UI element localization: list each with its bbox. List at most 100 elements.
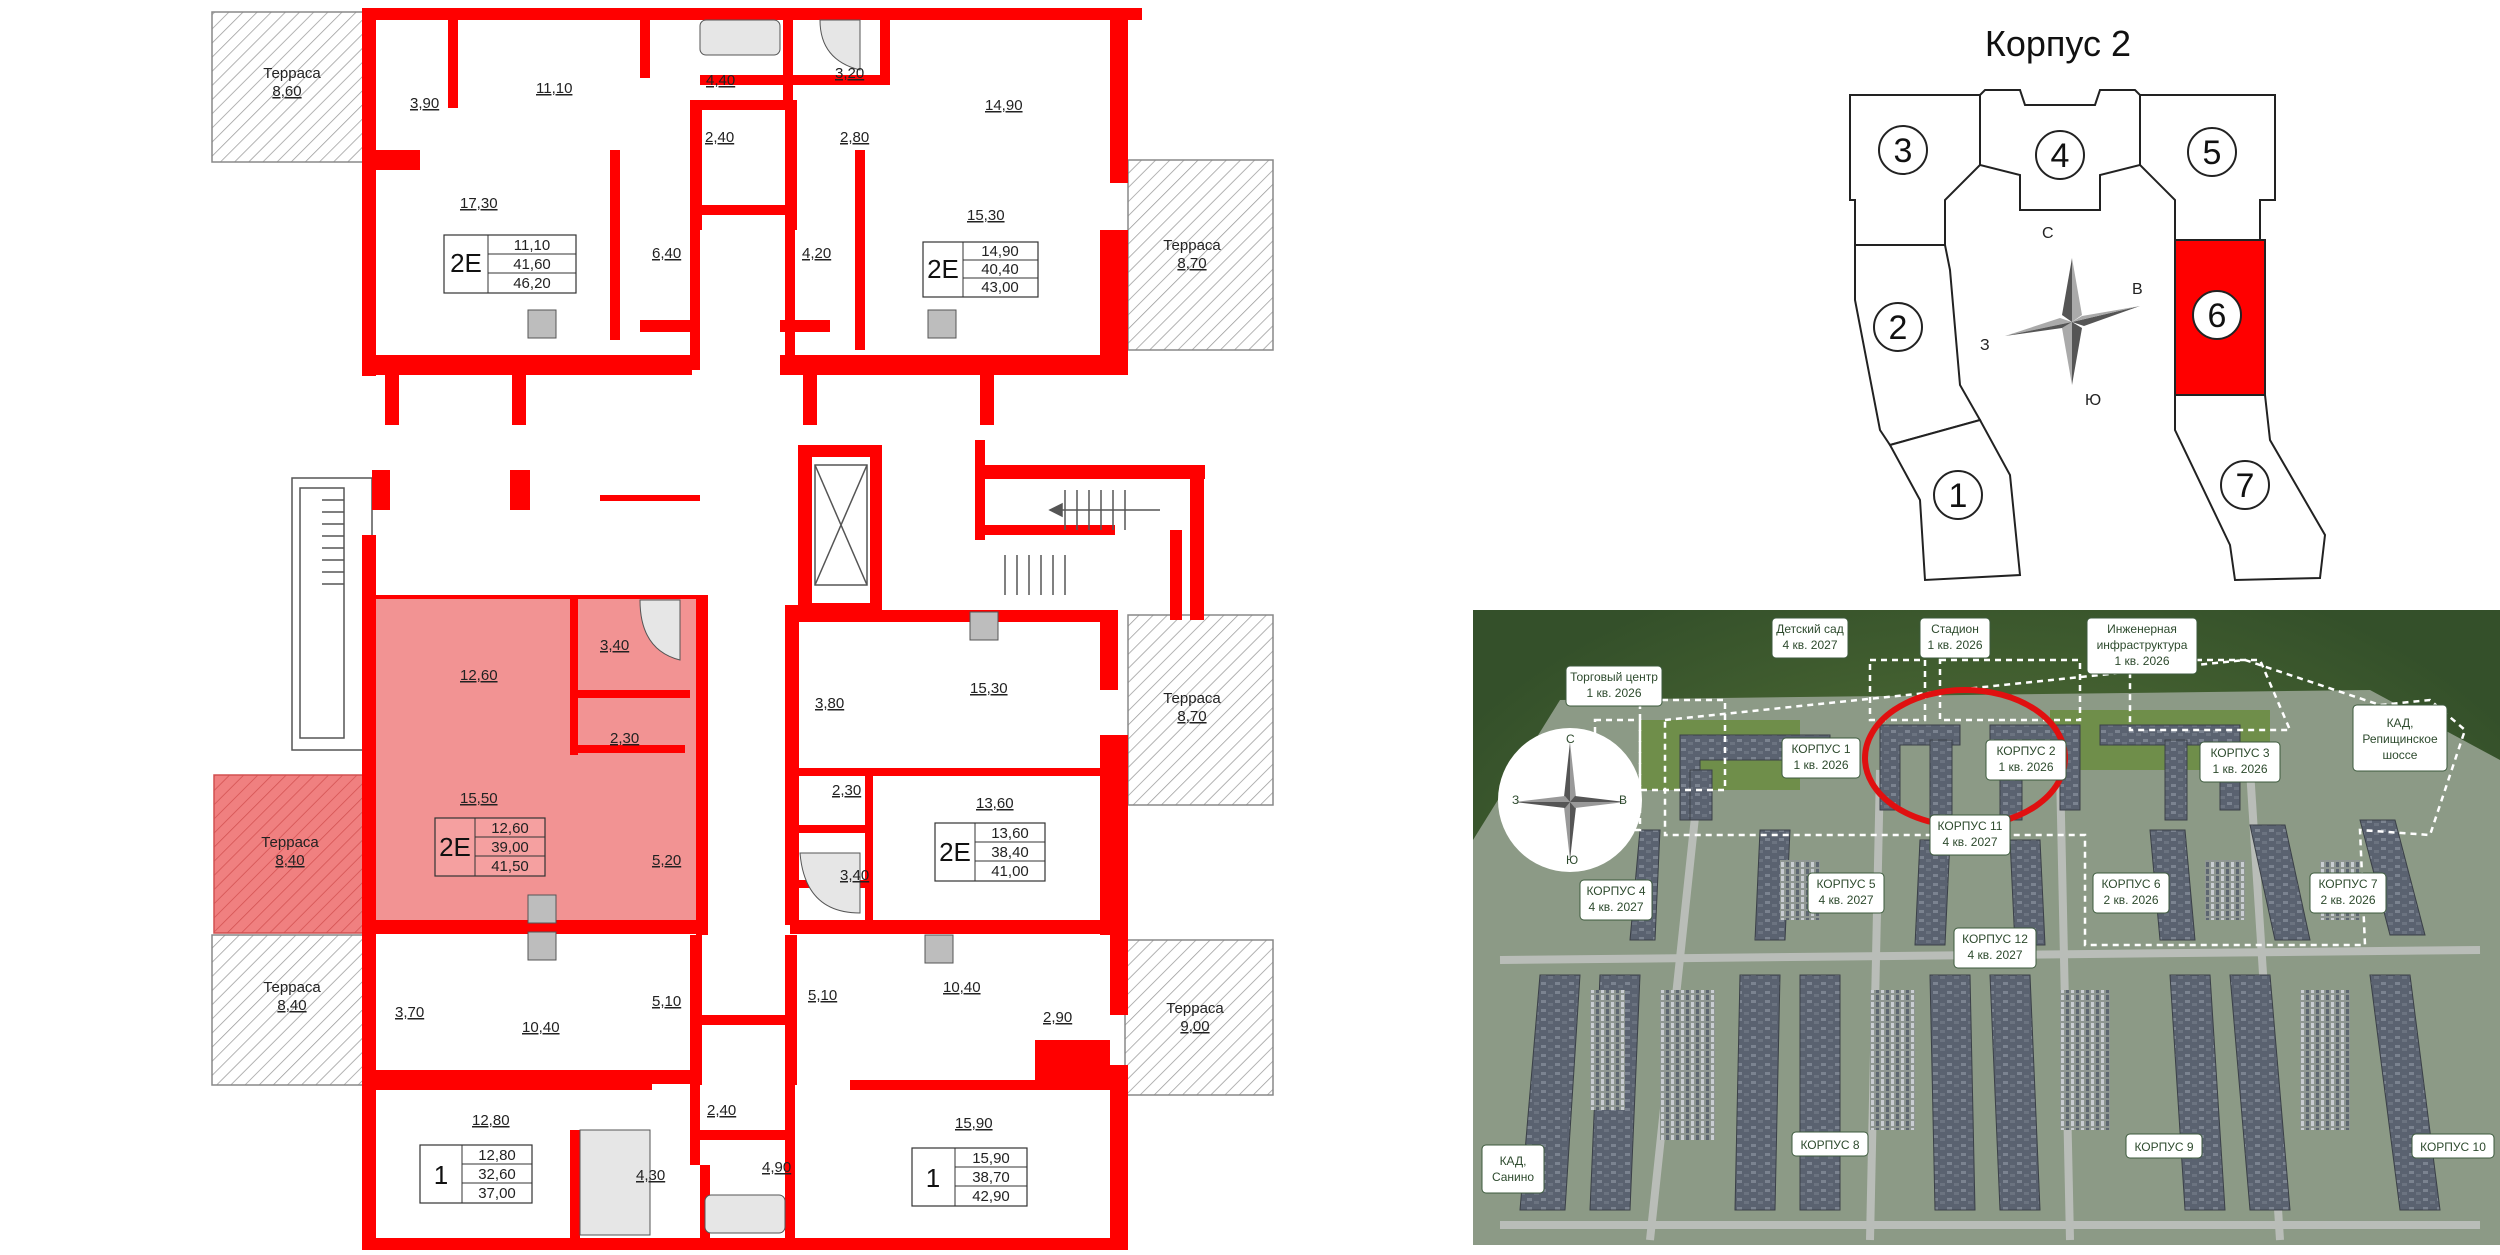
terrace-top-left[interactable]: Терраса 8,60 xyxy=(211,11,373,163)
terrace-selected[interactable]: Терраса 8,40 xyxy=(213,774,371,934)
site-label-line: 1 кв. 2026 xyxy=(1587,686,1642,700)
site-label-korpus-8[interactable]: КОРПУС 8 xyxy=(1791,1131,1869,1157)
site-label-korpus-12[interactable]: КОРПУС 12 4 кв. 2027 xyxy=(1953,927,2037,969)
apartment-info-box-selected[interactable]: 2Е 12,60 39,00 41,50 xyxy=(434,817,546,877)
area-total: 32,60 xyxy=(478,1166,516,1183)
site-label-korpus-1[interactable]: КОРПУС 1 1 кв. 2026 xyxy=(1781,737,1861,779)
terrace-label: Терраса xyxy=(1166,1000,1224,1017)
section-number: 6 xyxy=(2208,297,2227,335)
room-area: 13,60 xyxy=(976,795,1014,812)
site-label-korpus-6[interactable]: КОРПУС 6 2 кв. 2026 xyxy=(2092,872,2170,914)
room-area: 4,90 xyxy=(762,1159,791,1176)
terrace-bottom-left[interactable]: Терраса 8,40 xyxy=(211,934,373,1086)
elevator-shaft xyxy=(814,464,868,586)
apartment-type: 2Е xyxy=(439,832,471,862)
area-living: 11,10 xyxy=(514,237,550,254)
site-label-line: 4 кв. 2027 xyxy=(1819,893,1874,907)
section-badge-6[interactable] xyxy=(2192,290,2242,340)
site-label-line: 4 кв. 2027 xyxy=(1783,638,1838,652)
apartment-info-box[interactable]: 1 12,80 32,60 37,00 xyxy=(419,1144,533,1204)
room-area: 2,30 xyxy=(832,782,861,799)
section-badge-5[interactable] xyxy=(2187,127,2237,177)
compass-west: З xyxy=(1980,337,1990,354)
room-area: 6,40 xyxy=(652,245,681,262)
area-living: 15,90 xyxy=(972,1150,1010,1167)
section-badge-3[interactable] xyxy=(1878,125,1928,175)
room-area: 3,20 xyxy=(835,65,864,82)
terrace-label: Терраса xyxy=(263,65,321,82)
room-area: 17,30 xyxy=(460,195,498,212)
area-total: 39,00 xyxy=(491,839,529,856)
site-label-korpus-10[interactable]: КОРПУС 10 xyxy=(2411,1133,2495,1159)
compass-south: Ю xyxy=(2085,392,2101,409)
site-label-kindergarten[interactable]: Детский сад 4 кв. 2027 xyxy=(1771,617,1849,659)
apartment-info-box[interactable]: 2Е 11,10 41,60 46,20 xyxy=(443,234,577,294)
site-label-line: Репищинское xyxy=(2362,732,2438,746)
section-number: 4 xyxy=(2051,137,2070,175)
site-label-line: инфраструктура xyxy=(2097,638,2188,652)
site-compass-east: В xyxy=(1619,793,1627,807)
site-label-korpus-3[interactable]: КОРПУС 3 1 кв. 2026 xyxy=(2199,741,2281,783)
room-area: 15,90 xyxy=(955,1115,993,1132)
area-total: 38,70 xyxy=(972,1169,1010,1186)
site-label-line: Детский сад xyxy=(1776,622,1843,636)
terrace-middle-right[interactable]: Терраса 8,70 xyxy=(1127,614,1274,806)
site-label-mall[interactable]: Торговый центр 1 кв. 2026 xyxy=(1565,665,1663,707)
section-outline-2[interactable] xyxy=(1854,244,1982,447)
area-with-terrace: 43,00 xyxy=(981,279,1019,296)
room-area: 4,40 xyxy=(706,72,735,89)
site-label-line: КАД, xyxy=(2387,716,2414,730)
section-badge-1[interactable] xyxy=(1933,470,1983,520)
area-living: 12,60 xyxy=(491,820,529,837)
site-label-line: Инженерная xyxy=(2107,622,2177,636)
section-number: 3 xyxy=(1894,132,1913,170)
apartment-type: 2Е xyxy=(939,837,971,867)
site-label-kad-repishchinskoe[interactable]: КАД, Репищинское шоссе xyxy=(2352,704,2448,772)
terrace-label: Терраса xyxy=(263,979,321,996)
floor-plan: Терраса 8,60 Терраса 8,70 Терраса 8,70 Т… xyxy=(211,8,1274,1250)
site-label-line: КОРПУС 6 xyxy=(2101,877,2160,891)
room-area: 15,30 xyxy=(970,680,1008,697)
site-label-kad-sanino[interactable]: КАД, Санино xyxy=(1481,1144,1545,1194)
section-number: 5 xyxy=(2203,134,2222,172)
terrace-top-right[interactable]: Терраса 8,70 xyxy=(1127,159,1274,351)
site-label-line: Торговый центр xyxy=(1570,670,1658,684)
section-badge-4[interactable] xyxy=(2035,130,2085,180)
site-label-korpus-9[interactable]: КОРПУС 9 xyxy=(2125,1133,2203,1159)
area-with-terrace: 37,00 xyxy=(478,1185,516,1202)
area-total: 41,60 xyxy=(513,256,551,273)
site-label-line: 4 кв. 2027 xyxy=(1968,948,2023,962)
compass-north: С xyxy=(2042,225,2054,242)
terrace-area: 8,70 xyxy=(1177,255,1206,272)
site-label-line: КАД, xyxy=(1500,1154,1527,1168)
apartment-info-box[interactable]: 1 15,90 38,70 42,90 xyxy=(911,1147,1028,1207)
site-label-korpus-5[interactable]: КОРПУС 5 4 кв. 2027 xyxy=(1807,872,1885,914)
site-label-line: КОРПУС 11 xyxy=(1938,819,2003,833)
apartment-type: 2Е xyxy=(450,248,482,278)
selected-apartment-fill[interactable] xyxy=(376,595,696,930)
room-area: 4,30 xyxy=(636,1167,665,1184)
site-label-korpus-11[interactable]: КОРПУС 11 4 кв. 2027 xyxy=(1929,814,2011,856)
section-badge-7[interactable] xyxy=(2220,460,2270,510)
room-area: 15,30 xyxy=(967,207,1005,224)
terrace-label: Терраса xyxy=(1163,237,1221,254)
site-label-line: 1 кв. 2026 xyxy=(2115,654,2170,668)
area-living: 12,80 xyxy=(478,1147,516,1164)
room-area: 4,20 xyxy=(802,245,831,262)
terrace-bottom-right[interactable]: Терраса 9,00 xyxy=(1124,939,1274,1096)
section-badge-2[interactable] xyxy=(1873,302,1923,352)
terrace-area: 8,40 xyxy=(275,852,304,869)
site-label-korpus-2[interactable]: КОРПУС 2 1 кв. 2026 xyxy=(1985,739,2067,781)
site-label-korpus-7[interactable]: КОРПУС 7 2 кв. 2026 xyxy=(2309,872,2387,914)
room-area: 11,10 xyxy=(536,80,572,97)
site-label-korpus-4[interactable]: КОРПУС 4 4 кв. 2027 xyxy=(1579,879,1653,921)
room-area: 2,30 xyxy=(610,730,639,747)
apartment-info-box[interactable]: 2Е 14,90 40,40 43,00 xyxy=(922,241,1039,298)
room-area: 10,40 xyxy=(943,979,981,996)
site-label-infrastructure[interactable]: Инженерная инфраструктура 1 кв. 2026 xyxy=(2086,617,2198,675)
apartment-info-box[interactable]: 2Е 13,60 38,40 41,00 xyxy=(934,822,1046,882)
room-area: 2,90 xyxy=(1043,1009,1072,1026)
building-title: Корпус 2 xyxy=(1985,23,2131,64)
site-label-stadium[interactable]: Стадион 1 кв. 2026 xyxy=(1919,617,1991,659)
site-compass-west: З xyxy=(1512,793,1519,807)
